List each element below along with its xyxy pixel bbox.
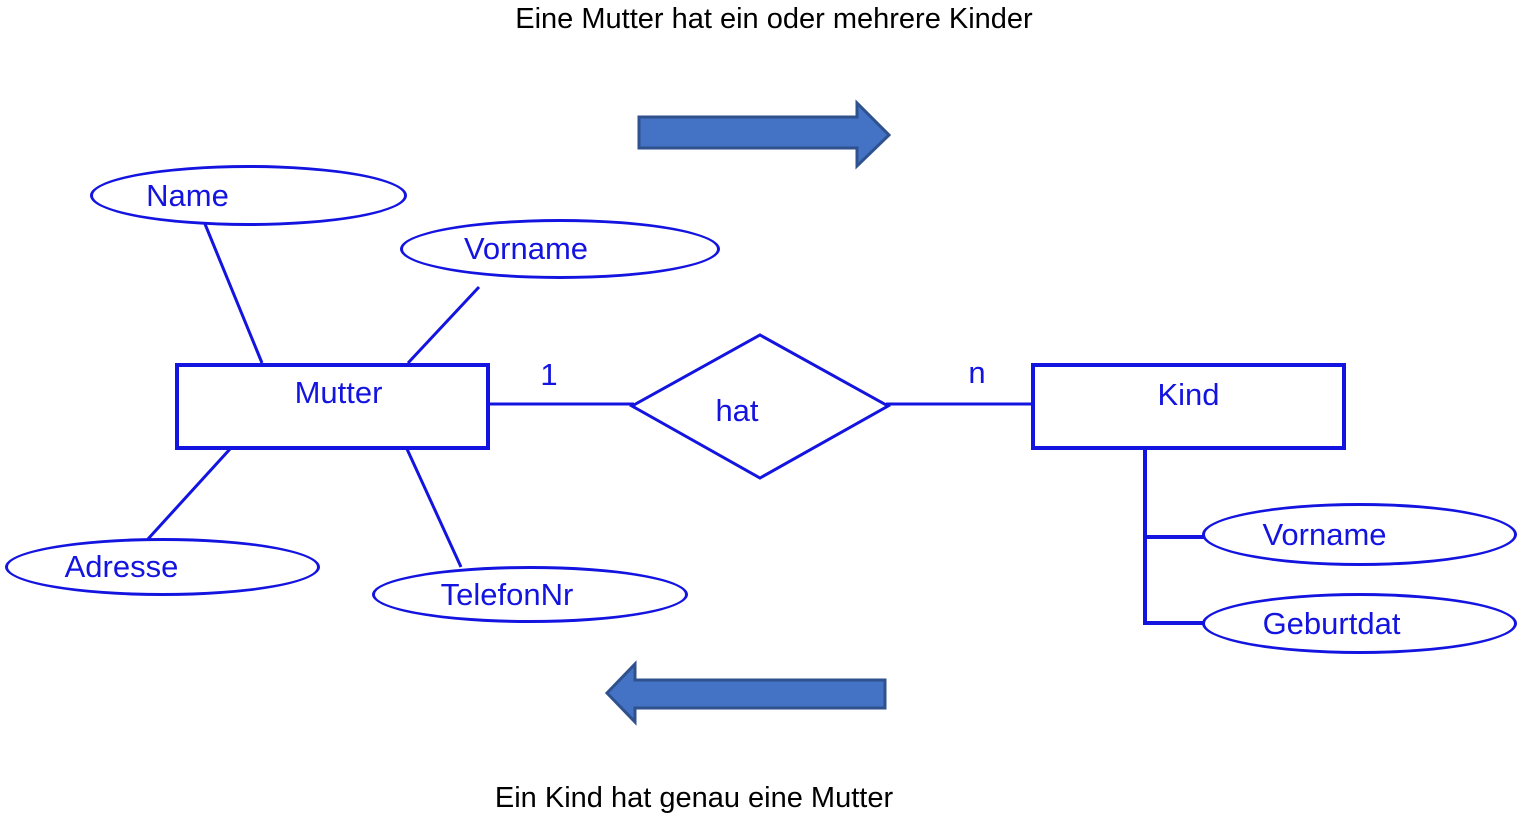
attribute-vorname-mutter: Vorname [400,219,720,279]
arrow-left-icon [604,660,887,726]
attribute-telefonnr-label: TelefonNr [440,576,574,612]
cardinality-kind: n [968,355,986,390]
attribute-name: Name [90,165,407,226]
attribute-name-label: Name [146,177,229,213]
bottom-caption: Ein Kind hat genau eine Mutter [494,782,894,814]
connector-adresse-mutter [146,447,232,541]
entity-mutter-label: Mutter [294,375,383,410]
cardinality-mutter: 1 [540,357,558,392]
connector-telefonnr-mutter [405,448,463,568]
entity-kind: Kind [1031,363,1346,450]
attribute-vorname-mutter-label: Vorname [463,231,589,266]
entity-kind-label: Kind [1157,377,1220,412]
attribute-adresse-label: Adresse [64,549,179,584]
arrow-right-icon [637,99,892,170]
connector-name-mutter [203,223,264,364]
relationship-label: hat [715,393,759,428]
attribute-geburtdat-label: Geburtdat [1262,605,1401,641]
connector-vorname-mutter [406,285,481,365]
attribute-telefonnr: TelefonNr [372,566,688,623]
attribute-vorname-kind-label: Vorname [1262,516,1387,552]
attribute-adresse: Adresse [5,538,320,596]
attribute-vorname-kind: Vorname [1202,503,1517,566]
top-caption: Eine Mutter hat ein oder mehrere Kinder [515,3,1033,35]
attribute-geburtdat: Geburtdat [1202,593,1517,654]
relationship-diamond [628,333,892,480]
entity-mutter: Mutter [175,363,490,450]
